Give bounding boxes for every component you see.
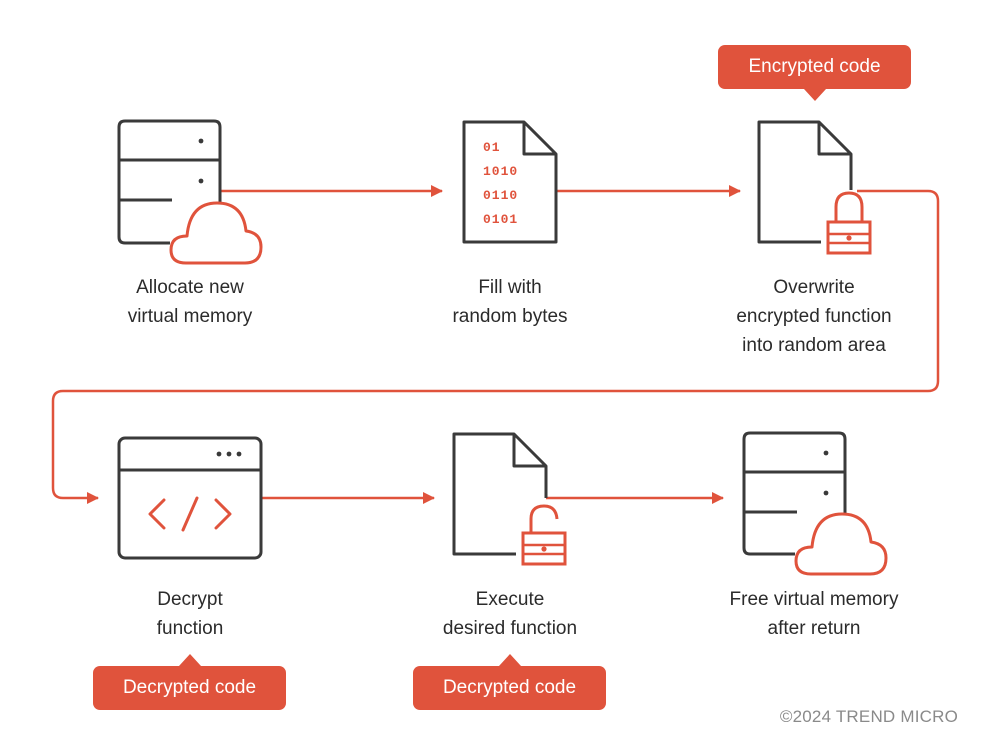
lock-icon [826, 191, 872, 255]
decrypted-code-tag: Decrypted code [93, 654, 286, 710]
locked-file-icon [757, 120, 872, 255]
step-label-decrypt: Decrypt function [156, 589, 224, 639]
step-label-execute: Execute desired function [442, 589, 578, 639]
binary-row: 01 [483, 140, 501, 155]
unlocked-lock-icon [521, 504, 567, 566]
step-label-free: Free virtual memory after return [729, 589, 899, 639]
copyright-notice: ©2024 TREND MICRO [779, 707, 958, 726]
binary-row: 0101 [483, 212, 518, 227]
binary-file-icon: 01 1010 0110 0101 [462, 120, 558, 244]
server-cloud-icon [117, 119, 263, 265]
unlocked-file-icon [452, 432, 567, 566]
step-label-overwrite: Overwrite encrypted function into random… [736, 277, 892, 356]
step-label-fill: Fill with random bytes [452, 277, 568, 327]
arrow-overwrite-to-decrypt [51, 189, 940, 504]
code-window-icon [117, 436, 263, 560]
server-cloud-icon [742, 431, 888, 576]
binary-row: 1010 [483, 164, 518, 179]
binary-row: 0110 [483, 188, 518, 203]
decrypted-code-tag: Decrypted code [413, 654, 606, 710]
step-label-allocate: Allocate new virtual memory [127, 277, 253, 327]
encrypted-code-tag: Encrypted code [718, 45, 911, 101]
